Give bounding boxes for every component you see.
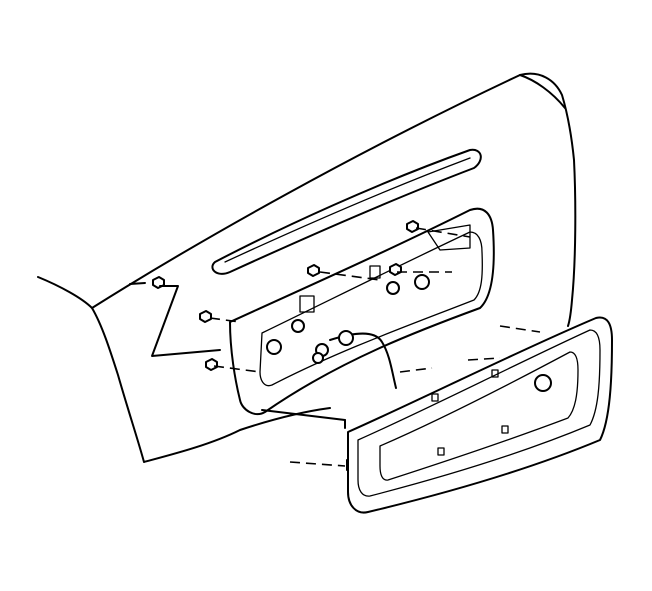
- trunk-lid-rear-edge: [519, 74, 566, 109]
- lamp-socket-right: [414, 274, 430, 290]
- nut: [199, 310, 212, 323]
- housing-tab: [491, 369, 499, 378]
- assembly-line: [415, 227, 471, 238]
- assembly-line: [319, 271, 381, 281]
- license-housing-recess: [379, 351, 579, 481]
- nut: [406, 220, 419, 233]
- license-pocket-inner: [259, 231, 483, 387]
- stop-lamp-outer: [211, 148, 482, 275]
- assembly-line: [213, 365, 261, 373]
- nut: [389, 263, 402, 276]
- housing-lamp-hole: [534, 374, 552, 392]
- license-housing-outline: [347, 316, 613, 514]
- assembly-line: [499, 325, 541, 333]
- nut: [307, 264, 320, 277]
- license-housing-inner: [357, 329, 601, 497]
- pocket-stud: [386, 281, 400, 295]
- trunk-lid-outline: [37, 276, 331, 463]
- lamp-socket-left: [266, 339, 282, 355]
- assembly-line: [399, 367, 433, 373]
- pocket-feature: [369, 265, 381, 279]
- nut: [205, 358, 218, 371]
- leader-line: [129, 282, 221, 357]
- assembly-line: [289, 461, 346, 467]
- license-pocket-outline: [229, 207, 495, 416]
- connector: [312, 352, 324, 364]
- pocket-stud: [291, 319, 305, 333]
- stop-lamp-inner: [224, 157, 471, 263]
- trunk-lid-top-edge: [91, 72, 577, 327]
- assembly-line: [261, 409, 346, 421]
- pocket-bracket: [427, 224, 471, 251]
- housing-tab: [437, 447, 445, 456]
- pocket-feature: [299, 295, 315, 313]
- assembly-line: [467, 357, 501, 361]
- assembly-line: [209, 317, 241, 323]
- connector: [338, 330, 354, 346]
- housing-tab: [431, 393, 439, 402]
- housing-stud: [344, 419, 348, 471]
- housing-tab: [501, 425, 509, 434]
